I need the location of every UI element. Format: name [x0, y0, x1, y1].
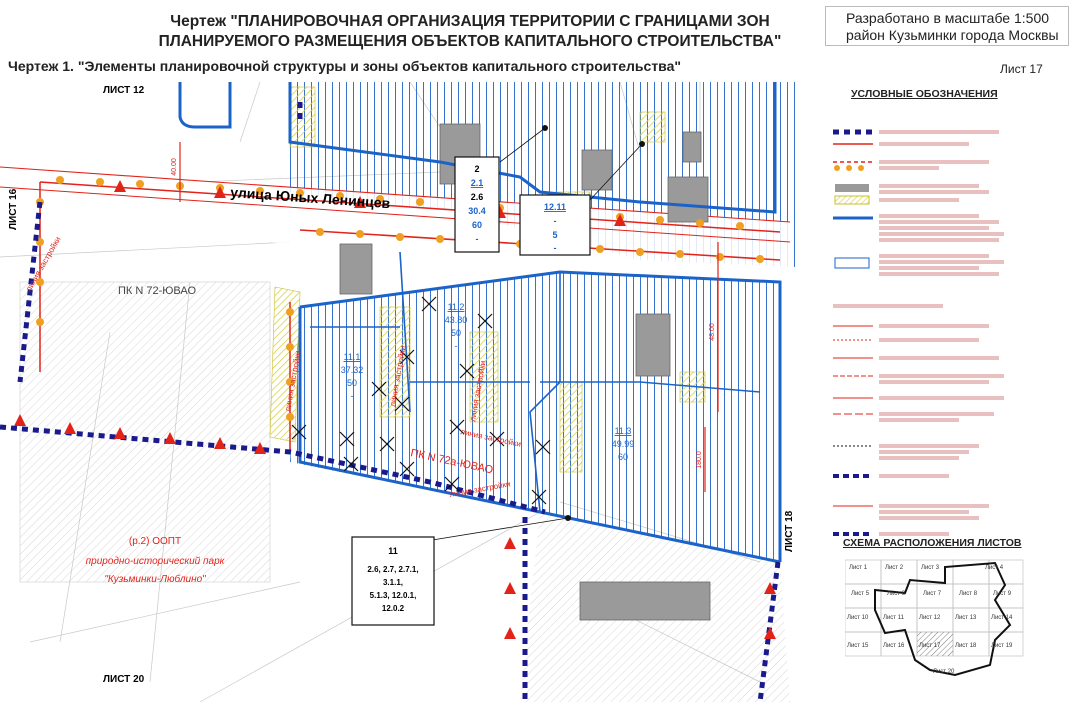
scheme-sheet-label: Лист 19: [991, 643, 1013, 649]
dim-right: 48.00: [709, 323, 716, 341]
territory-outline: [874, 561, 1012, 677]
scheme-sheet-label: Лист 18: [955, 643, 977, 649]
drawing-subtitle: Чертеж 1. "Элементы планировочной структ…: [8, 58, 682, 74]
zone-11-line: 12.0.2: [382, 604, 405, 613]
scheme-sheet-label: Лист 9: [993, 591, 1012, 597]
zone-1211-line: -: [554, 243, 557, 253]
road-edge-top: [0, 166, 791, 223]
zone-111-line: -: [351, 391, 354, 401]
zone-113-line: 49.99: [612, 439, 635, 449]
scheme-sheet-label: Лист 17: [919, 643, 941, 649]
zone-112-line: 50: [451, 328, 461, 338]
scheme-sheet-label: Лист 11: [883, 615, 905, 621]
scale-line-2: район Кузьминки города Москвы: [846, 27, 1059, 43]
zone-2-line: 30.4: [468, 206, 486, 216]
title-line-1: Чертеж "ПЛАНИРОВОЧНАЯ ОРГАНИЗАЦИЯ ТЕРРИТ…: [170, 13, 770, 30]
scheme-sheet-label: Лист 20: [933, 669, 955, 675]
dim-top: 40.00: [171, 158, 178, 176]
scale-line-1: Разработано в масштабе 1:500: [846, 10, 1050, 26]
title-line-2: ПЛАНИРУЕМОГО РАЗМЕЩЕНИЯ ОБЪЕКТОВ КАПИТАЛ…: [158, 33, 782, 50]
oopt-line-1: (р.2) ООПТ: [129, 536, 181, 547]
zone-2-line: 2: [474, 164, 479, 174]
road: [0, 167, 790, 282]
zone-2-line: 60: [472, 220, 482, 230]
zone-1211-line: -: [554, 216, 557, 226]
legend-symbols: [833, 129, 1004, 536]
leader-dot: [565, 515, 571, 521]
zone-11-line: 2.6, 2.7, 2.7.1,: [367, 565, 418, 574]
scheme-sheet-label: Лист 4: [985, 565, 1004, 571]
zone-2-line: 2.1: [471, 178, 484, 188]
scheme-sheet-label: Лист 1: [849, 565, 868, 571]
scheme-sheet-label: Лист 7: [923, 591, 942, 597]
zone-box-11: 11 2.6, 2.7, 2.7.1, 3.1.1, 5.1.3, 12.0.1…: [351, 536, 435, 626]
scheme-sheet-label: Лист 6: [887, 591, 906, 597]
dimension-lines: [179, 142, 719, 492]
zone-111-line: 50: [347, 378, 357, 388]
yellow-hatch-areas: [269, 86, 706, 473]
scheme-sheet-label: Лист 5: [851, 591, 870, 597]
zone-111-line: 11.1: [344, 352, 361, 362]
scheme-sheet-label: Лист 10: [847, 615, 869, 621]
scheme-title: СХЕМА РАСПОЛОЖЕНИЯ ЛИСТОВ: [843, 537, 1022, 549]
oopt-line-3: "Кузьминки-Люблино": [104, 573, 206, 585]
scheme-sheet-label: Лист 2: [885, 565, 904, 571]
scheme-sheet-label: Лист 8: [959, 591, 978, 597]
leader-dot: [639, 141, 645, 147]
scheme-sheet-label: Лист 14: [991, 615, 1013, 621]
leader-dot: [542, 125, 548, 131]
scheme-sheet-label: Лист 13: [955, 615, 977, 621]
zone-111-line: 37.32: [341, 365, 364, 375]
zone-11-3: [540, 272, 780, 562]
legend: УСЛОВНЫЕ ОБОЗНАЧЕНИЯ: [815, 88, 1075, 536]
current-sheet-highlight: [917, 632, 953, 656]
zone-label-113: 11.3 49.99 60: [612, 426, 635, 462]
scheme-sheet-label: Лист 16: [883, 643, 905, 649]
scheme-sheet-label: Лист 12: [919, 615, 941, 621]
scale-box: Разработано в масштабе 1:500 район Кузьм…: [825, 6, 1069, 46]
orange-dots: [36, 176, 764, 421]
zone-2-line: 2.6: [471, 192, 484, 202]
zone-113-line: 11.3: [615, 426, 632, 436]
sheet-ref-right: ЛИСТ 18: [784, 510, 795, 552]
zone-1211-line: 12.11: [544, 202, 566, 212]
zone-2-line: -: [476, 234, 479, 244]
sheet-number: Лист 17: [1000, 62, 1043, 76]
pk-top-label: ПК N 72-ЮВАО: [118, 285, 196, 297]
zone-box-2: 2 2.1 2.6 30.4 60 -: [454, 156, 500, 253]
leader-lines: [419, 127, 643, 543]
sheet-ref-left: ЛИСТ 16: [8, 188, 19, 230]
map-canvas: 40.00 48.00 180.0 ЛИСТ 12 ЛИСТ 16 ЛИСТ 1…: [0, 82, 795, 703]
sheet-ref-top: ЛИСТ 12: [103, 85, 145, 96]
sheet-scheme: Лист 1 Лист 2 Лист 3 Лист 4 Лист 5 Лист …: [845, 559, 1024, 677]
zone-112-line: 43.80: [445, 315, 468, 325]
legend-title: УСЛОВНЫЕ ОБОЗНАЧЕНИЯ: [851, 88, 998, 100]
demolition-marks: [291, 296, 551, 505]
drawing-title: Чертеж "ПЛАНИРОВОЧНАЯ ОРГАНИЗАЦИЯ ТЕРРИТ…: [140, 12, 800, 52]
road-edge-bottom: [0, 186, 791, 243]
zone-11-line: 11: [388, 546, 398, 556]
zone-11-line: 3.1.1,: [383, 578, 403, 587]
scheme-sheet-label: Лист 3: [921, 565, 940, 571]
zone-box-1211: 12.11 - 5 -: [519, 194, 591, 256]
zone-1211-line: 5: [552, 230, 557, 240]
sheet-ref-bottom: ЛИСТ 20: [103, 674, 145, 685]
dim-right-2: 180.0: [696, 451, 703, 469]
base-map: [0, 82, 761, 703]
red-triangles: [14, 180, 776, 639]
zone-113-line: 60: [618, 452, 628, 462]
blue-boundaries: [178, 82, 782, 564]
oopt-line-2: природно-исторический парк: [86, 556, 226, 567]
blue-thin-boundaries: [310, 251, 761, 513]
scheme-sheet-label: Лист 15: [847, 643, 869, 649]
zone-11-line: 5.1.3, 12.0.1,: [370, 591, 417, 600]
zone-label-111: 11.1 37.32 50 -: [341, 352, 364, 401]
buildings: [339, 123, 711, 621]
zone-112-line: -: [455, 341, 458, 351]
zone-112-line: 11.2: [448, 302, 465, 312]
zone-label-112: 11.2 43.80 50 -: [445, 302, 468, 351]
